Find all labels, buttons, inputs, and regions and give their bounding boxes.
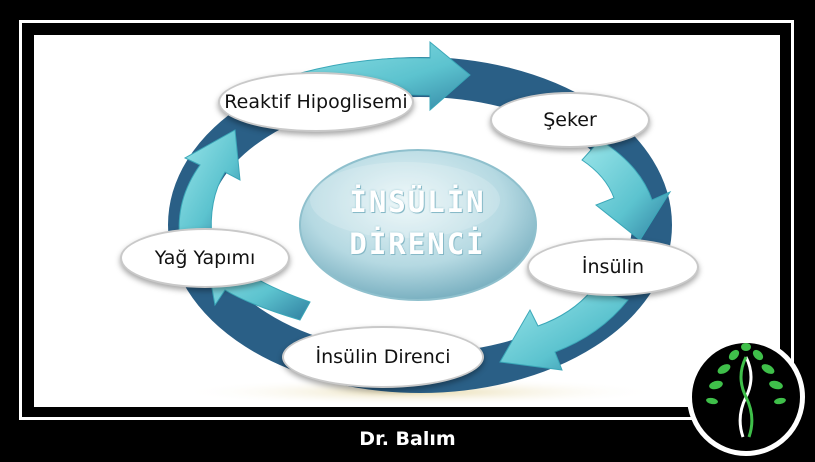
- outer-frame: [19, 20, 794, 420]
- center-line-1: İNSÜLİN: [349, 185, 486, 219]
- node-yag-yapimi: Yağ Yapımı: [120, 228, 290, 288]
- node-insulin: İnsülin: [527, 238, 699, 296]
- node-reaktif-hipoglisemi: Reaktif Hipoglisemi: [218, 72, 414, 132]
- center-line-2: DİRENCİ: [349, 227, 486, 261]
- arrow-right-lower: [499, 289, 629, 371]
- center-ellipse: [299, 149, 537, 301]
- center-label: İNSÜLİN DİRENCİ: [305, 168, 530, 278]
- footer-credit: Dr. Balım: [359, 428, 456, 450]
- arrow-right-upper: [581, 139, 672, 241]
- arrow-left: [178, 129, 241, 241]
- node-insulin-direnci: İnsülin Direnci: [282, 326, 484, 388]
- node-seker: Şeker: [490, 92, 650, 148]
